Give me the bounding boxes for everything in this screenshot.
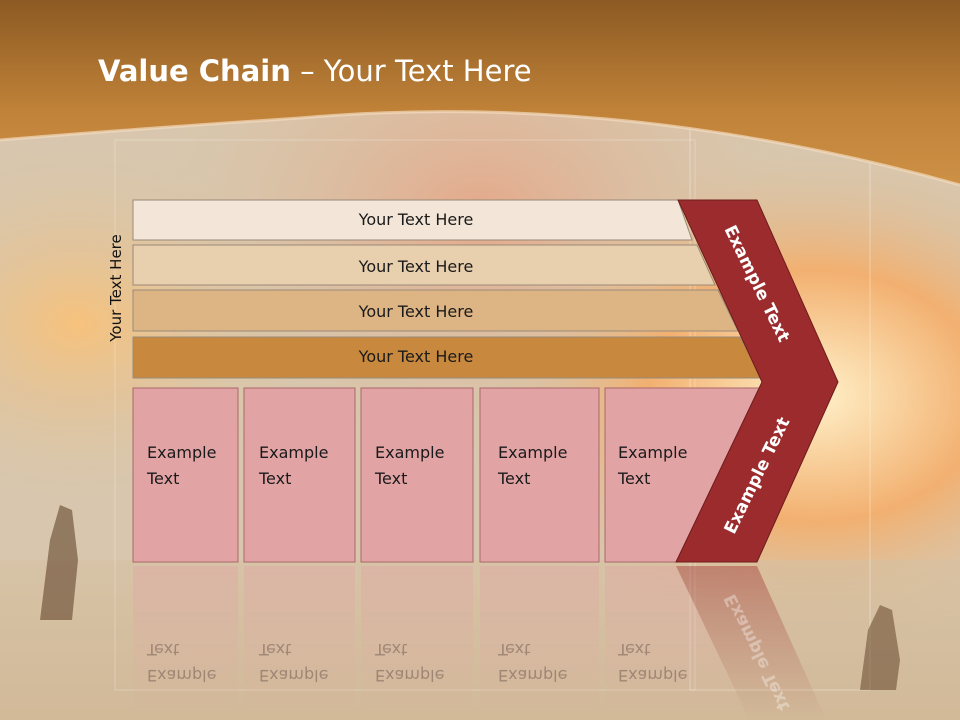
box-1: Example Text [132, 387, 239, 563]
reflection-box-3-line2: Text [374, 640, 407, 659]
box-2-line1: Example [259, 443, 328, 462]
box-4-line1: Example [498, 443, 567, 462]
bar-2-shape [132, 244, 716, 286]
box-3-line1: Example [375, 443, 444, 462]
reflection-box-1-line1: Example [147, 666, 216, 685]
box-3-shape [360, 387, 474, 563]
reflection [133, 566, 827, 720]
bar-4: Your Text Here [132, 336, 763, 379]
title-rest: – Your Text Here [290, 54, 532, 88]
box-4-line2: Text [497, 469, 530, 488]
reflection-box-1-line2: Text [146, 640, 179, 659]
bar-3: Your Text Here [132, 289, 739, 332]
bar-2: Your Text Here [132, 244, 716, 286]
box-3: Example Text [360, 387, 474, 563]
bar-1-label: Your Text Here [358, 210, 474, 229]
reflection-box-5-line1: Example [618, 666, 687, 685]
bar-4-label: Your Text Here [358, 347, 474, 366]
box-3-line2: Text [374, 469, 407, 488]
box-2-line2: Text [258, 469, 291, 488]
reflection-box-4-line2: Text [497, 640, 530, 659]
reflection-box-4-line1: Example [498, 666, 567, 685]
box-2-shape [243, 387, 356, 563]
reflection-box-3-line1: Example [375, 666, 444, 685]
bar-3-label: Your Text Here [358, 302, 474, 321]
box-5-line1: Example [618, 443, 687, 462]
box-2: Example Text [243, 387, 356, 563]
chevron-shape [675, 199, 839, 563]
chevron-arrow: Example Text Example Text [675, 199, 839, 563]
box-1-line1: Example [147, 443, 216, 462]
slide-title: Value Chain – Your Text Here [98, 54, 532, 88]
reflection-box-2-line2: Text [258, 640, 291, 659]
bar-1-shape [132, 199, 693, 241]
box-5: Example Text [604, 387, 761, 563]
reflection-box-5-line2: Text [617, 640, 650, 659]
box-4-shape [479, 387, 600, 563]
bar-2-label: Your Text Here [358, 257, 474, 276]
box-1-shape [132, 387, 239, 563]
reflection-box-2-line1: Example [259, 666, 328, 685]
bar-1: Your Text Here [132, 199, 693, 241]
box-1-line2: Text [146, 469, 179, 488]
box-4: Example Text [479, 387, 600, 563]
box-5-line2: Text [617, 469, 650, 488]
title-bold: Value Chain [98, 54, 291, 88]
